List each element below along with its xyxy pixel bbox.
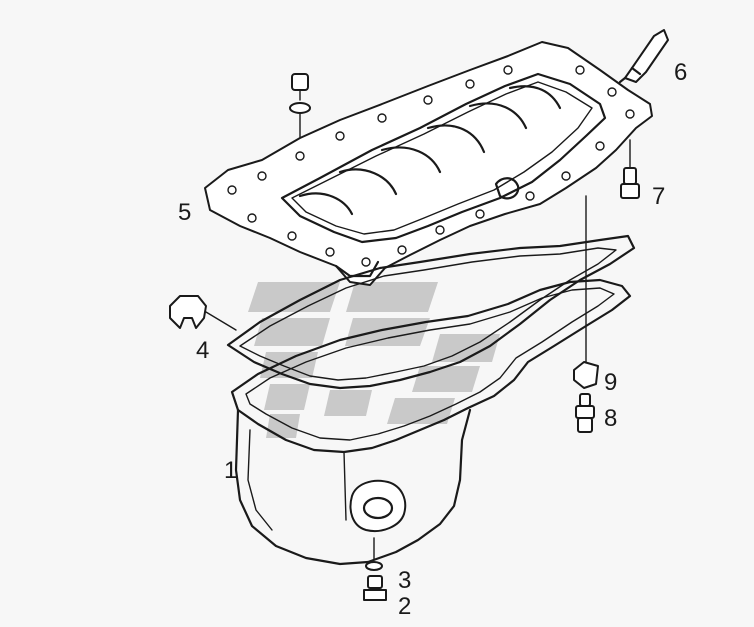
spacer bbox=[573, 195, 599, 389]
frame-plug bbox=[289, 73, 311, 139]
callout-2: 2 bbox=[398, 593, 411, 620]
callout-5: 5 bbox=[178, 199, 191, 226]
callout-8: 8 bbox=[604, 405, 617, 432]
callout-3: 3 bbox=[398, 567, 411, 594]
callout-7: 7 bbox=[652, 183, 665, 210]
pan-bolt bbox=[575, 393, 595, 433]
drain-plug-washer bbox=[365, 561, 383, 571]
drain-plug bbox=[363, 575, 387, 601]
callout-4: 4 bbox=[196, 337, 209, 364]
callout-9: 9 bbox=[604, 369, 617, 396]
oil-pan bbox=[230, 278, 632, 566]
sealant-tube bbox=[618, 29, 669, 84]
callout-6: 6 bbox=[674, 59, 687, 86]
oil-pan-gasket bbox=[226, 234, 636, 390]
callout-1: 1 bbox=[224, 457, 237, 484]
callout-labels: 1 2 3 4 5 6 7 8 9 bbox=[178, 59, 687, 620]
clip bbox=[169, 295, 237, 331]
frame-bolt bbox=[620, 139, 640, 199]
upper-oil-pan-frame bbox=[204, 41, 653, 286]
